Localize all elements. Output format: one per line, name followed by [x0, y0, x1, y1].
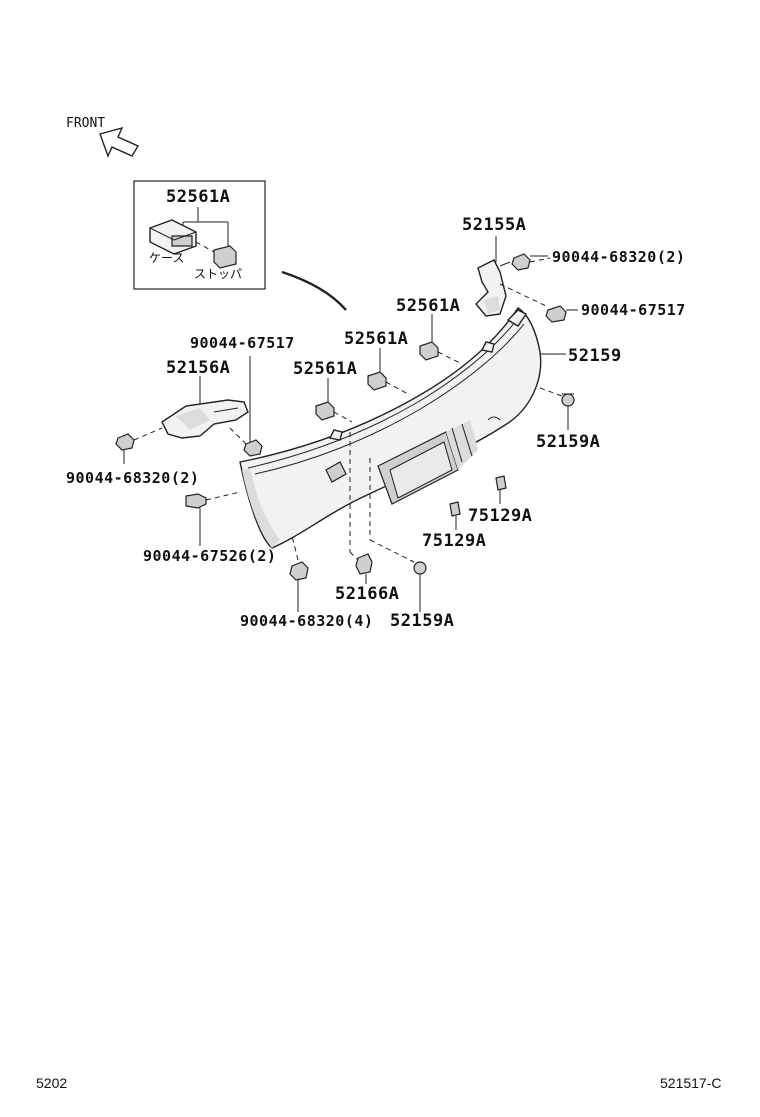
label-52155a: 52155A [462, 215, 526, 235]
label-52159a-right: 52159A [536, 432, 600, 452]
inset-pointer [281, 270, 347, 311]
case-part [149, 219, 197, 255]
clip-75129a-b-icon [449, 501, 461, 517]
screw-right-icon [545, 305, 567, 323]
bumper-cover [239, 307, 542, 549]
label-52159a-bottom: 52159A [390, 611, 454, 631]
label-90044-67517-right: 90044-67517 [581, 301, 686, 319]
clip-52166a-icon [355, 553, 373, 575]
pin-67526-icon [185, 493, 207, 509]
footer-right-code: 521517-C [660, 1075, 722, 1091]
clip-52561a-mid [367, 371, 387, 391]
stopper-part [213, 245, 237, 269]
case-label: ケース [149, 251, 184, 265]
label-52561a-top: 52561A [396, 296, 460, 316]
label-90044-68320-2-top: 90044-68320(2) [552, 248, 685, 266]
left-bracket [161, 399, 249, 439]
screw-top-right-icon [499, 253, 531, 271]
label-90044-67517-left: 90044-67517 [190, 334, 295, 352]
clip-52561a-low [315, 401, 335, 421]
label-52166a: 52166A [335, 584, 399, 604]
label-52561a-low: 52561A [293, 359, 357, 379]
clip-52561a-top [419, 341, 439, 361]
label-90044-68320-4: 90044-68320(4) [240, 612, 373, 630]
label-75129a-a: 75129A [468, 506, 532, 526]
clip-75129a-a-icon [495, 475, 507, 491]
front-arrow-icon [99, 126, 140, 158]
right-bracket [475, 259, 507, 317]
label-90044-67526-2: 90044-67526(2) [143, 547, 276, 565]
stopper-label: ストッパ [194, 267, 242, 281]
clip-52159a-right-icon [561, 393, 575, 407]
front-label: FRONT [66, 116, 105, 131]
screw-left-lower-icon [243, 439, 263, 457]
clip-52159a-bottom-icon [413, 561, 427, 575]
screw-left-icon [115, 433, 135, 451]
label-52561a-mid: 52561A [344, 329, 408, 349]
screw-bottom-icon [289, 561, 309, 581]
label-90044-68320-2-left: 90044-68320(2) [66, 469, 199, 487]
inset-part-number: 52561A [166, 187, 230, 207]
label-52159: 52159 [568, 346, 622, 366]
footer-left-code: 5202 [36, 1075, 67, 1091]
label-75129a-b: 75129A [422, 531, 486, 551]
inset-box: 52561A ケース ストッパ [133, 180, 266, 290]
label-52156a: 52156A [166, 358, 230, 378]
